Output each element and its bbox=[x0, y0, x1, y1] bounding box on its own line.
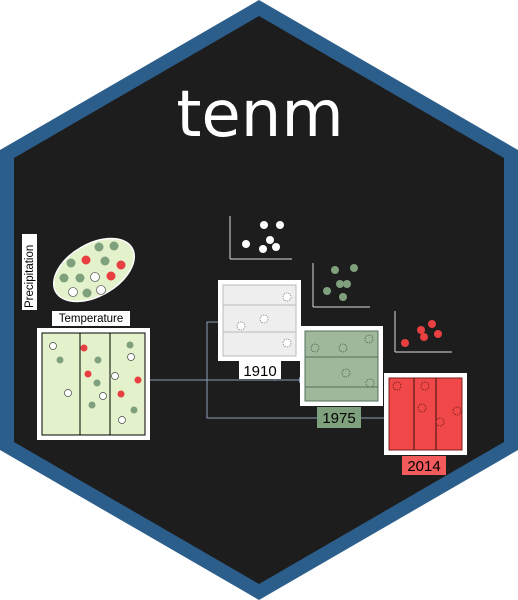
period-label-2014: 2014 bbox=[407, 458, 440, 475]
mini-scatter-1910 bbox=[229, 216, 292, 260]
niche-ellipse bbox=[52, 237, 136, 303]
y-axis-label: Precipitation bbox=[24, 245, 36, 308]
mini-scatter-1975 bbox=[312, 263, 370, 308]
x-axis-label: Temperature bbox=[59, 313, 124, 325]
sticker-title: tenm bbox=[176, 78, 343, 152]
study-area-points bbox=[49, 341, 142, 424]
ellipse-points bbox=[59, 241, 126, 298]
mini-scatter-2014 bbox=[394, 311, 452, 353]
temperature-label-box: Temperature bbox=[52, 311, 130, 326]
study-area-panel bbox=[37, 328, 150, 440]
period-panel-2014: 2014 bbox=[384, 373, 467, 475]
period-label-1910: 1910 bbox=[243, 363, 276, 380]
period-panel-1910: 1910 bbox=[218, 280, 301, 380]
period-label-1975: 1975 bbox=[322, 410, 355, 427]
precipitation-label-box: Precipitation bbox=[22, 234, 37, 310]
period-panel-1975: 1975 bbox=[300, 326, 383, 428]
